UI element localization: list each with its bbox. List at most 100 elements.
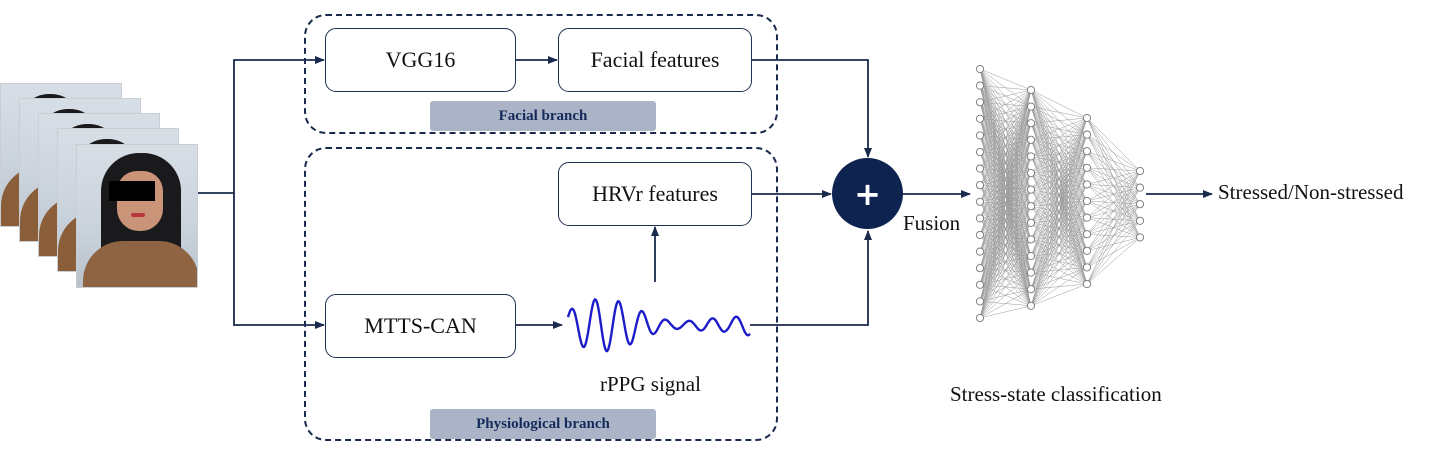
network-edge (979, 272, 1032, 319)
classifier-label: Stress-state classification (950, 382, 1162, 406)
network-edge (1086, 170, 1141, 268)
network-edge (1086, 117, 1141, 172)
rppg-signal-label: rPPG signal (600, 372, 701, 396)
network-node (1135, 200, 1145, 209)
network-edge (979, 89, 1032, 219)
network-edge (1030, 117, 1088, 141)
network-node (975, 214, 985, 223)
censor-bar (109, 181, 155, 201)
network-edge (1030, 283, 1088, 307)
neural-network-nodes (975, 64, 1145, 323)
network-node (1082, 113, 1092, 123)
network-edge (1086, 170, 1141, 285)
network-node (975, 98, 985, 107)
network-edge (979, 222, 1032, 319)
facial-features-box: Facial features (558, 28, 752, 92)
network-edge (1030, 117, 1088, 124)
physiological-branch-region (304, 147, 778, 441)
network-edge (1086, 187, 1141, 285)
network-edge (979, 85, 1032, 91)
fusion-node: + (832, 158, 903, 229)
network-node (1082, 196, 1092, 206)
network-node (1026, 202, 1036, 211)
physiological-branch-tag: Physiological branch (430, 409, 656, 439)
network-node (975, 247, 985, 256)
network-node (1135, 216, 1145, 225)
network-edge (1030, 117, 1088, 174)
network-edge (1086, 134, 1141, 172)
network-node (1082, 246, 1092, 255)
network-edge (1030, 117, 1088, 273)
network-edge (979, 89, 1032, 302)
network-node (1026, 168, 1036, 178)
network-node (1082, 279, 1092, 289)
network-edge (1030, 151, 1088, 306)
network-edge (1030, 167, 1088, 306)
network-edge (1086, 220, 1141, 285)
network-node (975, 230, 985, 240)
network-edge (979, 89, 1032, 153)
network-node (1082, 180, 1092, 189)
network-edge (979, 189, 1032, 319)
network-edge (979, 89, 1032, 319)
network-edge (979, 106, 1032, 319)
network-node (1135, 233, 1145, 242)
network-node (1082, 130, 1092, 139)
network-node (1026, 152, 1036, 161)
network-edge (1030, 117, 1088, 290)
network-edge (979, 288, 1032, 319)
network-edge (979, 89, 1032, 120)
network-edge (1086, 167, 1141, 172)
network-edge (979, 89, 1032, 186)
network-node (975, 81, 985, 90)
network-node (1026, 218, 1036, 227)
network-edge (979, 89, 1032, 169)
network-edge (979, 206, 1032, 319)
network-edge (979, 172, 1032, 319)
network-node (1026, 85, 1036, 95)
network-edge (1030, 250, 1088, 306)
network-edge (1086, 170, 1141, 202)
network-edge (979, 255, 1032, 319)
network-node (975, 114, 985, 123)
network-node (1026, 185, 1036, 194)
network-edge (979, 89, 1032, 269)
network-edge (979, 89, 1032, 285)
network-edge (979, 89, 1032, 103)
network-node (975, 147, 985, 157)
hrvr-features-box: HRVr features (558, 162, 752, 226)
network-edge (1086, 170, 1141, 218)
mttscan-box: MTTS-CAN (325, 294, 516, 358)
network-edge (1030, 117, 1088, 257)
network-node (1082, 147, 1092, 156)
network-node (975, 131, 985, 140)
network-edge (979, 89, 1032, 136)
network-node (1082, 263, 1092, 272)
network-node (975, 313, 985, 323)
network-edge (1086, 170, 1141, 251)
network-edge (1030, 89, 1088, 119)
network-node (1026, 119, 1036, 128)
network-node (1026, 251, 1036, 261)
network-edge (979, 156, 1032, 319)
network-edge (979, 89, 1032, 202)
network-node (1026, 301, 1036, 310)
network-edge (979, 139, 1032, 319)
to-vgg16-arrow (233, 56, 325, 193)
network-edge (1030, 234, 1088, 306)
network-node (1082, 163, 1092, 172)
network-node (1135, 183, 1145, 192)
network-edge (1030, 117, 1088, 306)
network-edge (979, 89, 1032, 236)
network-node (1082, 230, 1092, 239)
network-edge (1030, 184, 1088, 306)
network-edge (1030, 217, 1088, 306)
network-edge (1030, 200, 1088, 306)
vgg16-box: VGG16 (325, 28, 516, 92)
facial-branch-region (304, 14, 778, 134)
network-edge (1086, 204, 1141, 285)
network-node (1026, 135, 1036, 144)
network-edge (979, 239, 1032, 319)
network-node (975, 297, 985, 306)
